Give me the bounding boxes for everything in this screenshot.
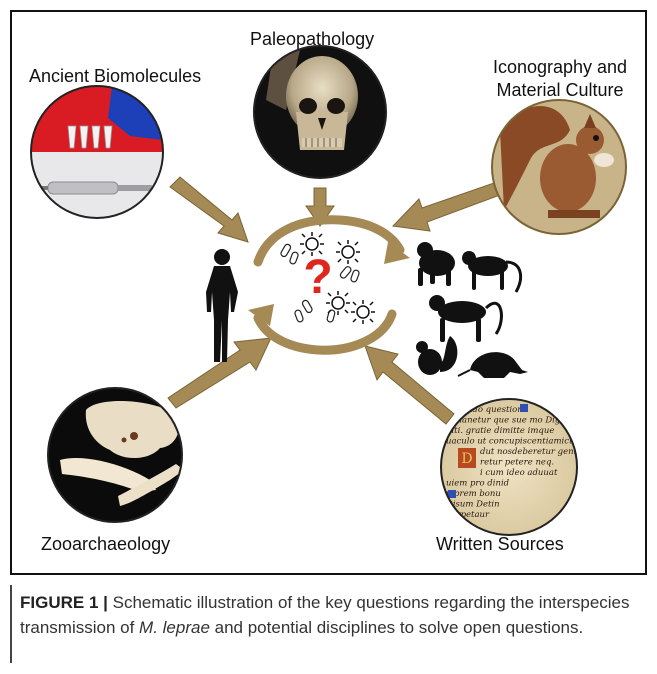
phage-icon xyxy=(351,300,375,324)
chimpanzee-icon xyxy=(417,242,455,286)
manuscript-line: hananetur que sue mo Digni xyxy=(446,416,569,426)
iconography-image xyxy=(492,100,626,234)
manuscript-line: retur petere neq. xyxy=(480,458,554,468)
manuscript-line: nerpetaur xyxy=(446,510,490,520)
manuscript-line: eligendo questiono xyxy=(446,405,528,415)
mangabey-icon xyxy=(429,295,501,342)
blue-initial-icon xyxy=(520,404,528,412)
human-silhouette-icon xyxy=(206,249,238,362)
label-iconography: Iconography and Material Culture xyxy=(480,56,640,102)
manuscript-line: dut nosdeberetur gentilibusmare xyxy=(480,447,623,457)
manuscript-line: uiem pro dinid xyxy=(446,479,510,489)
zooarchaeology-image xyxy=(48,388,184,522)
label-paleopathology: Paleopathology xyxy=(250,29,374,50)
caption-text-2: and potential disciplines to solve open … xyxy=(210,618,583,637)
label-iconography-line1: Iconography and xyxy=(480,56,640,79)
question-mark: ? xyxy=(303,251,332,304)
label-zooarchaeology: Zooarchaeology xyxy=(41,534,170,555)
paleopathology-image xyxy=(254,46,386,178)
written-sources-image: eligendo questionohananetur que sue mo D… xyxy=(441,399,623,535)
figure-label: FIGURE 1 | xyxy=(20,593,108,612)
label-iconography-line2: Material Culture xyxy=(480,79,640,102)
arrow-from-iconography xyxy=(393,183,500,231)
animal-silhouettes xyxy=(416,242,528,378)
bacillus-icon xyxy=(280,243,299,264)
monkey-icon xyxy=(462,251,521,292)
figure-caption: FIGURE 1 | Schematic illustration of the… xyxy=(20,590,645,640)
label-written-sources: Written Sources xyxy=(436,534,564,555)
ancient-biomolecules-image xyxy=(30,86,163,218)
manuscript-line: uaculo ut concupiscentiamicum xyxy=(446,437,583,447)
armadillo-icon xyxy=(458,352,528,378)
phage-icon xyxy=(336,240,360,264)
svg-text:D: D xyxy=(461,451,472,467)
label-ancient-biomolecules: Ancient Biomolecules xyxy=(29,66,201,87)
bacillus-icon xyxy=(327,309,336,322)
caption-bar xyxy=(10,585,12,663)
bacillus-icon xyxy=(339,265,360,282)
squirrel-icon xyxy=(416,336,457,375)
manuscript-line: i cum ideo aduuat xyxy=(480,468,558,478)
blue-initial-icon xyxy=(448,490,456,498)
arrow-from-ancient-biomolecules xyxy=(170,177,248,242)
manuscript-line: diti. gratie dimitte imque xyxy=(446,426,554,436)
caption-species: M. leprae xyxy=(139,618,210,637)
